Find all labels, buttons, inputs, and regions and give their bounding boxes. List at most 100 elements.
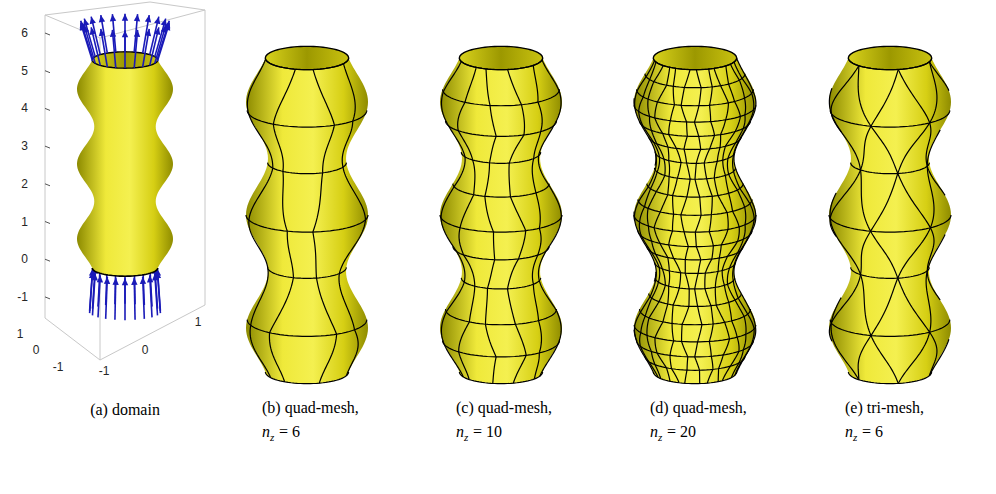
mesh-edge [323, 125, 335, 173]
mesh-edge [441, 218, 457, 252]
mesh-edge [711, 356, 713, 369]
caption-math: nz= 10 [456, 420, 554, 449]
mesh-edge [927, 228, 934, 271]
mesh-edge [745, 341, 753, 357]
axis-tick [45, 297, 50, 299]
mesh-edge [743, 225, 745, 239]
mesh-edge [635, 312, 641, 327]
arrow-head [104, 277, 110, 284]
mesh-edge [726, 66, 729, 84]
mesh-edge [753, 327, 755, 341]
mesh-edge [654, 66, 663, 82]
mesh-edge [725, 175, 728, 193]
axis-line [150, 2, 205, 10]
mesh-edge [734, 264, 735, 279]
axis-tick [45, 108, 50, 110]
mesh-edge [719, 355, 724, 369]
mesh-edge [538, 102, 542, 132]
mesh-edge [283, 171, 288, 231]
mesh-edge [745, 75, 753, 92]
mesh-edge [898, 228, 931, 278]
mesh-edge [342, 121, 353, 167]
mesh-edge [510, 197, 525, 231]
mesh-edge [651, 172, 658, 189]
mesh-edge [686, 357, 688, 370]
mesh-edge [677, 163, 681, 179]
mesh-ring [268, 163, 347, 174]
caption-text: (e) tri-mesh, [845, 399, 924, 416]
mesh-edge [539, 126, 554, 156]
axis-tick-label: 4 [21, 101, 28, 115]
mesh-edge [663, 133, 668, 147]
mesh-ring [265, 372, 348, 384]
arrow-head [99, 29, 105, 36]
mesh-edge [753, 91, 756, 105]
mesh-ring [639, 309, 750, 325]
arrow-head [92, 273, 98, 280]
mesh-edge [679, 273, 680, 288]
math-subscript: z [464, 431, 468, 443]
mesh-edge [684, 70, 690, 88]
mesh-edge [871, 173, 898, 231]
axis-tick-label: -1 [53, 360, 64, 374]
mesh-edge [249, 168, 273, 220]
mesh-edge [532, 158, 536, 192]
mesh-ring [637, 341, 754, 357]
mesh-ring [453, 246, 549, 259]
vase-body [829, 46, 951, 383]
mesh-edge [710, 87, 713, 105]
mesh-edge [659, 285, 665, 301]
mesh-edge [681, 215, 684, 232]
caption-math: nz= 6 [262, 420, 360, 449]
mesh-edge [682, 306, 689, 324]
mesh-edge [735, 116, 740, 131]
mesh-edge [673, 68, 675, 86]
mesh-edge [656, 254, 663, 269]
math-value: = 20 [662, 423, 696, 440]
mesh-edge [532, 255, 537, 284]
mesh-edge [871, 278, 898, 335]
mesh-edge [670, 355, 672, 368]
axis-line [45, 15, 100, 38]
mesh-edge [344, 64, 356, 122]
mesh-edge [676, 148, 681, 162]
mesh-ring [459, 58, 542, 70]
mesh-edge [831, 323, 859, 380]
mesh-ring [848, 372, 931, 384]
mesh-edge [714, 161, 717, 177]
mesh-edge [667, 368, 671, 382]
mesh-edge [654, 212, 660, 228]
mesh-edge [719, 245, 721, 258]
mesh-edge [752, 216, 756, 230]
mesh-edge [459, 228, 463, 255]
mesh-edge [339, 274, 355, 330]
mesh-edge [709, 341, 711, 356]
mesh-edge [251, 268, 268, 325]
mesh-edge [685, 273, 689, 289]
mesh-edge [444, 345, 463, 377]
mesh-edge [639, 112, 643, 127]
axis-tick-label: 6 [21, 26, 28, 40]
mesh-edge [685, 370, 687, 383]
mesh-edge [695, 273, 698, 289]
mesh-edge [741, 121, 751, 138]
mesh-edge [711, 196, 713, 214]
mesh-edge [737, 190, 744, 207]
axis-tick-label: -1 [17, 290, 28, 304]
mesh-ring [440, 215, 562, 232]
mesh-edge [658, 267, 659, 282]
caption-text: (a) domain [90, 401, 160, 418]
arrow-head [83, 25, 89, 33]
math-variable: n [845, 423, 853, 440]
mesh-edge [634, 202, 638, 217]
mesh-edge [695, 215, 701, 232]
mesh-ring [830, 320, 950, 337]
mesh-edge [319, 334, 336, 383]
mesh-edge [667, 67, 670, 85]
caption: (e) tri-mesh,nz= 6 [845, 396, 943, 449]
mesh-ring [268, 267, 347, 278]
axis-tick-label: 1 [195, 315, 202, 329]
mesh-edge [741, 294, 750, 311]
mesh-edge [694, 122, 698, 136]
